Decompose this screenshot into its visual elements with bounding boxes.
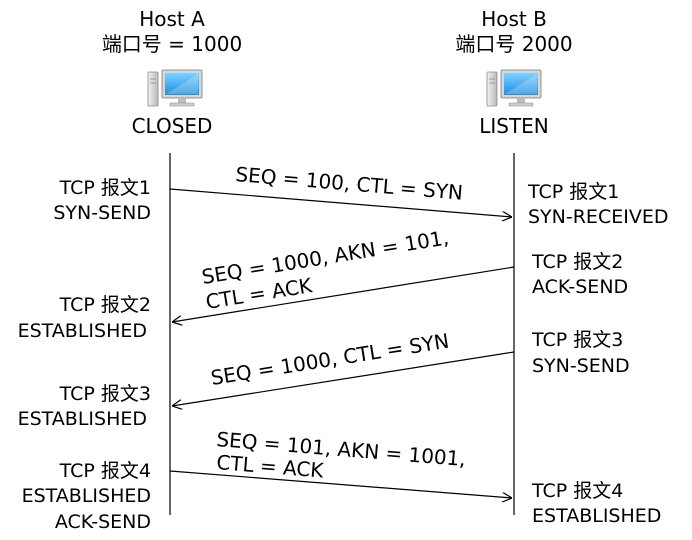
host-b-port: 端口号 2000 [455,32,572,56]
message-1-label: SEQ = 100, CTL = SYN [235,162,464,205]
host-a: Host A 端口号 = 1000 CLOSED [102,7,242,138]
message-4-sender-state: ESTABLISHED [22,485,151,507]
message-1-receiver-name: TCP 报文1 [527,181,619,203]
message-1-sender-name: TCP 报文1 [59,177,151,199]
computer-icon [486,69,542,107]
computer-icon [147,69,203,107]
host-b: Host B 端口号 2000 LISTEN [455,7,572,138]
host-a-port: 端口号 = 1000 [102,32,242,56]
message-1-receiver-state: SYN-RECEIVED [528,206,668,228]
message-3-arrow [172,351,515,406]
host-b-state: LISTEN [479,114,549,138]
message-2-label-line-1: SEQ = 1000, AKN = 101, [200,225,451,289]
message-3-receiver-state: ESTABLISHED [18,408,147,430]
message-4-sender-state-2: ACK-SEND [55,511,151,533]
message-2-receiver-state: ESTABLISHED [18,320,147,342]
message-3-sender-name: TCP 报文3 [531,329,623,351]
message-4-sender-name: TCP 报文4 [59,460,151,482]
message-2-sender-state: ACK-SEND [532,276,628,298]
message-3-sender-state: SYN-SEND [532,355,630,377]
message-1: SEQ = 100, CTL = SYN TCP 报文1 SYN-SEND TC… [53,162,668,228]
host-a-name: Host A [139,7,205,31]
message-2-receiver-name: TCP 报文2 [59,294,151,316]
message-1-arrow [169,188,512,217]
message-4-receiver-state: ESTABLISHED [532,505,661,527]
message-2-sender-name: TCP 报文2 [531,251,623,273]
message-4-receiver-name: TCP 报文4 [531,480,623,502]
message-4: SEQ = 101, AKN = 1001, CTL = ACK TCP 报文4… [22,427,662,533]
message-4-arrow [169,470,512,498]
host-b-name: Host B [481,7,547,31]
host-a-state: CLOSED [132,114,213,138]
message-3: SEQ = 1000, CTL = SYN TCP 报文3 SYN-SEND T… [18,329,630,430]
message-2-arrow [172,266,515,322]
message-1-sender-state: SYN-SEND [53,202,151,224]
message-3-receiver-name: TCP 报文3 [59,383,151,405]
message-2: SEQ = 1000, AKN = 101, CTL = ACK TCP 报文2… [18,225,629,342]
